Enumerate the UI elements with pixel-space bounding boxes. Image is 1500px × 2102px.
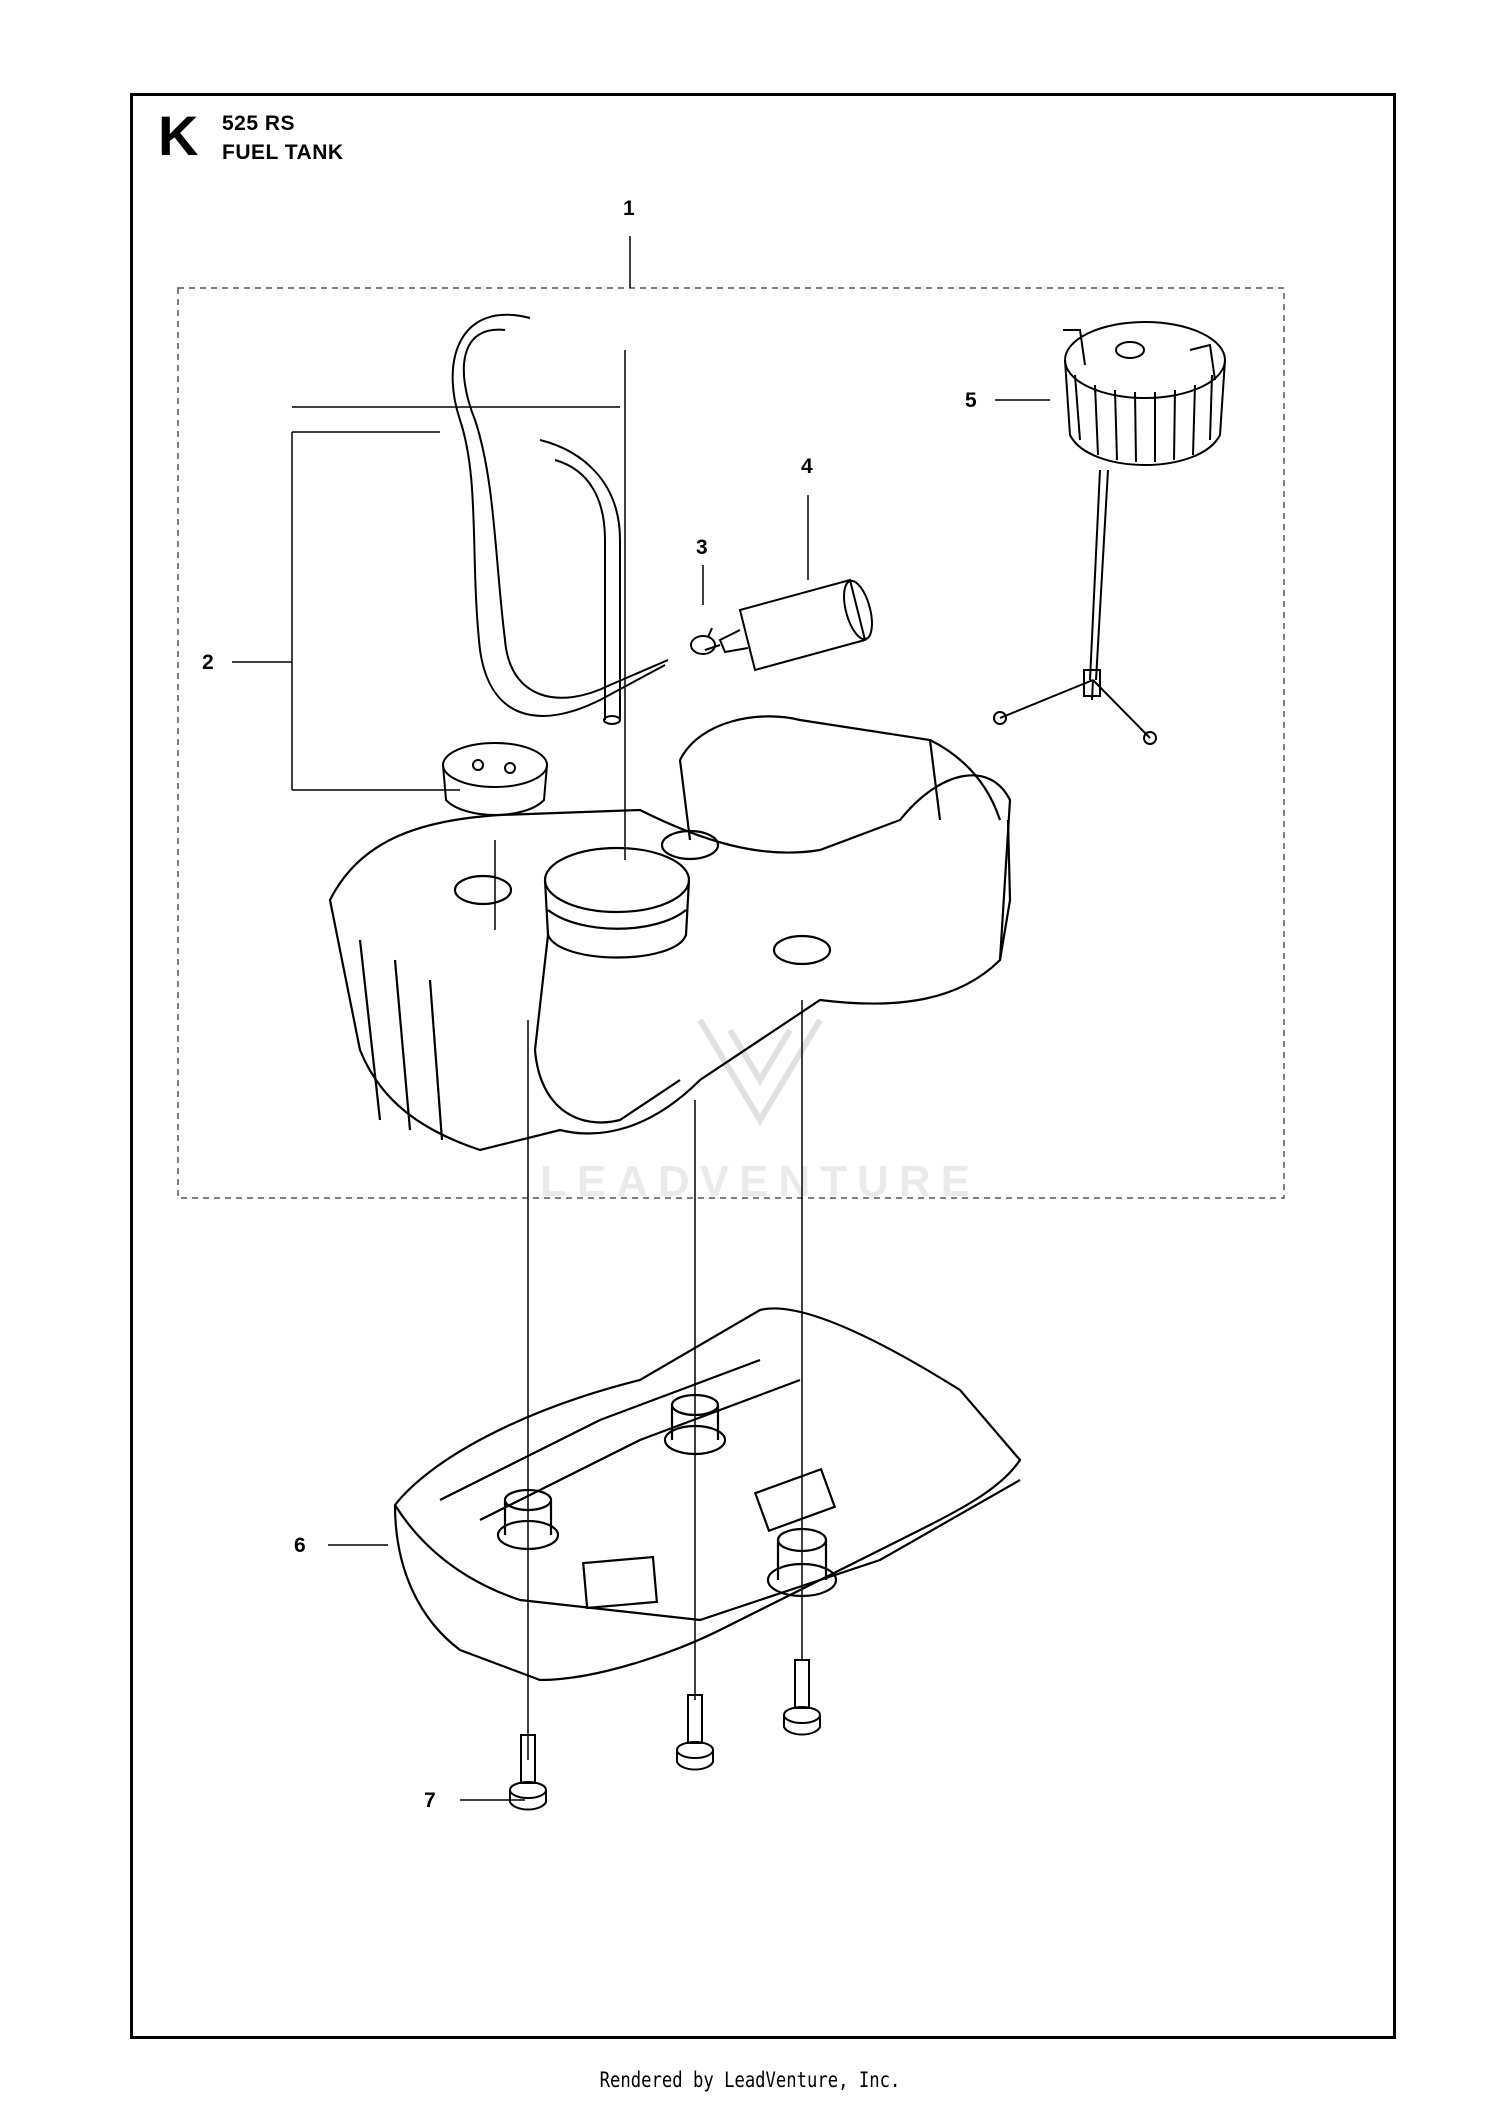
watermark-text: LEADVENTURE: [540, 1157, 980, 1206]
clamp-part-3: [690, 627, 716, 655]
callout-5: 5: [965, 389, 977, 412]
callout-7: 7: [424, 1789, 436, 1812]
assembly-group-box: [177, 287, 1285, 1199]
skid-plate-part-6: [393, 1307, 1022, 1682]
screw-middle: [676, 1694, 714, 1771]
leader-lines: [232, 236, 1050, 1801]
fuel-cap-part-5: [993, 321, 1226, 745]
callout-1: 1: [623, 197, 635, 220]
fuel-filter-part-4: [704, 578, 873, 672]
screw-part-7: [509, 1659, 821, 1811]
skid-plate-bosses: [496, 1393, 838, 1598]
fuel-tank-part-1: [328, 715, 1012, 1152]
footer-credit: Rendered by LeadVenture, Inc.: [599, 2068, 901, 2092]
callout-6: 6: [294, 1534, 306, 1557]
screw-right: [783, 1659, 821, 1736]
screw-left: [509, 1734, 547, 1811]
watermark-logo: [697, 1018, 823, 1126]
fuel-hose-part-2: [451, 313, 669, 725]
model-title: 525 RS: [222, 112, 296, 135]
diagram-frame: [130, 93, 1396, 2039]
section-letter: K: [158, 104, 199, 167]
callout-2: 2: [202, 651, 214, 674]
assembly-title: FUEL TANK: [222, 141, 344, 164]
callout-3: 3: [696, 536, 708, 559]
callout-4: 4: [801, 455, 813, 478]
tank-grommet: [442, 742, 548, 816]
